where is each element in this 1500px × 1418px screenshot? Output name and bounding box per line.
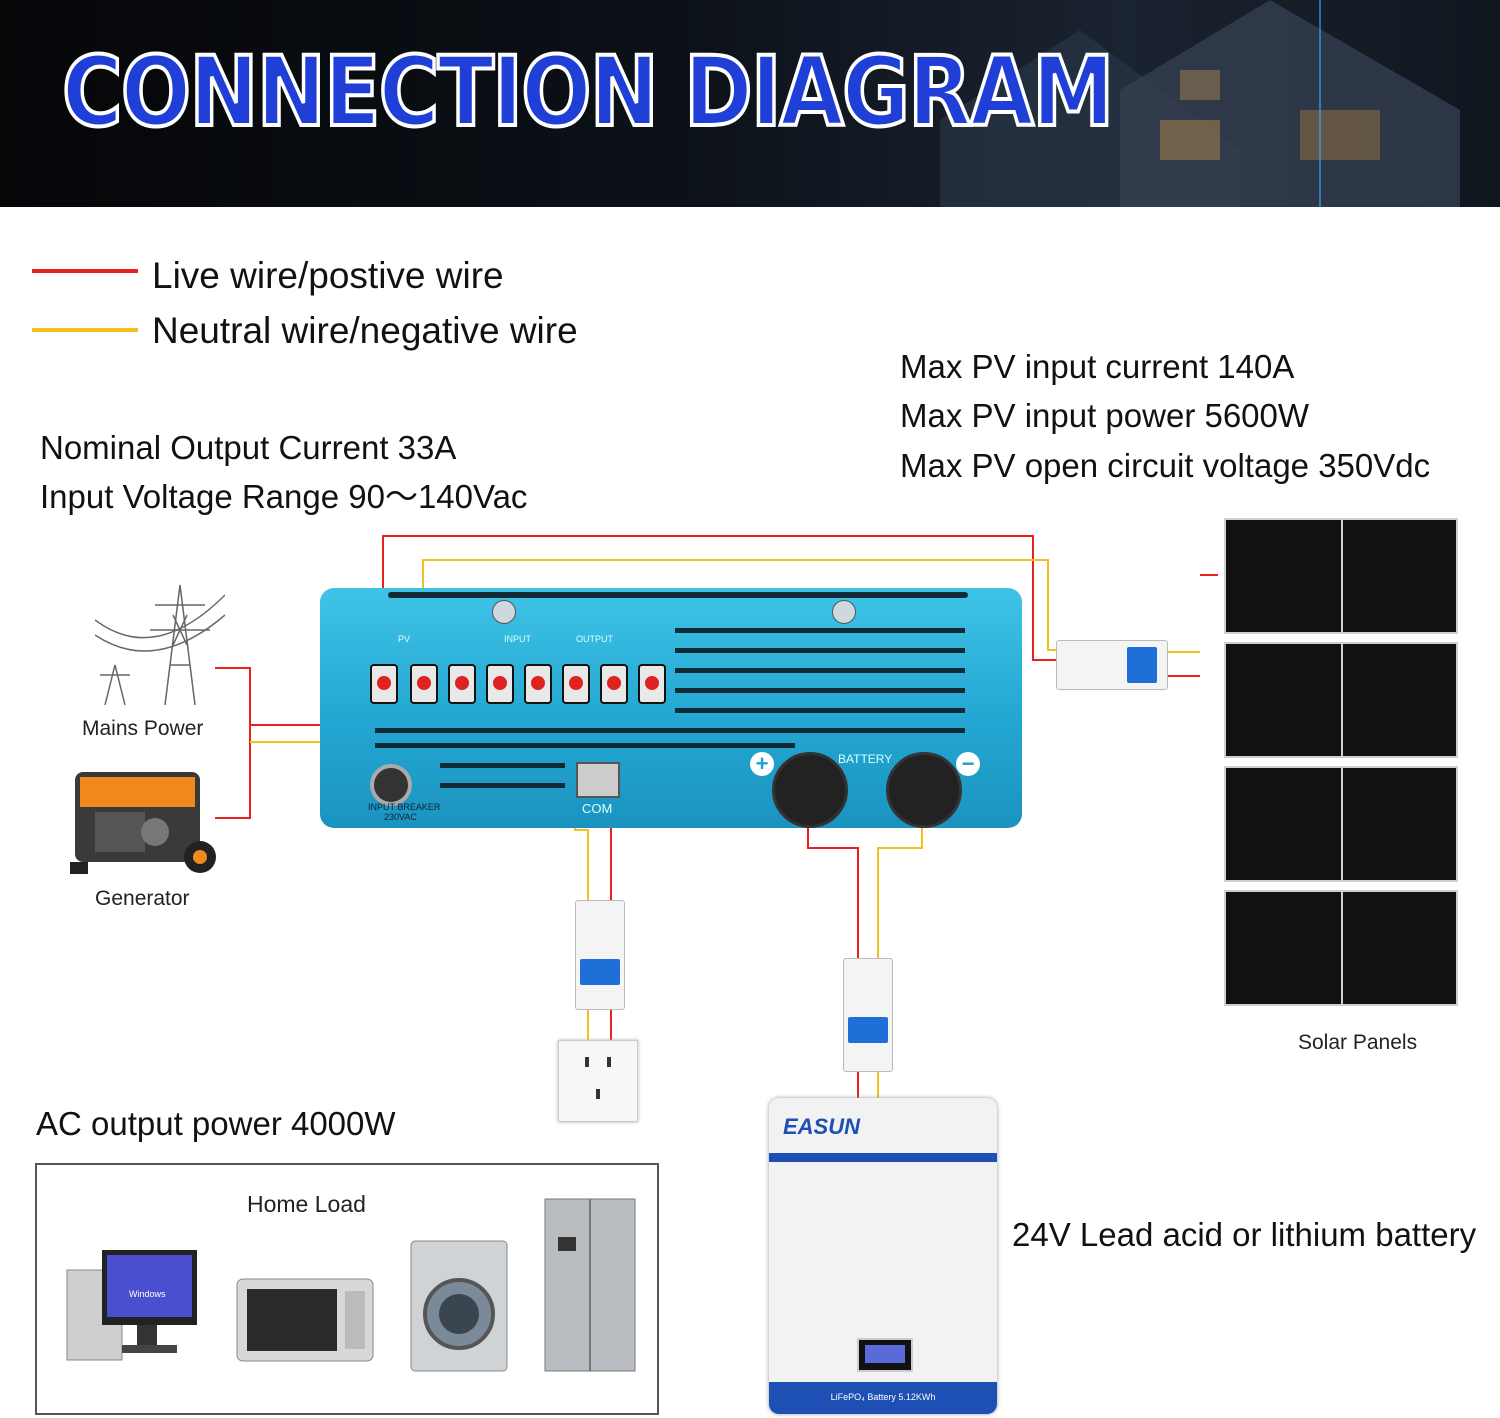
input-breaker-label-1: INPUT BREAKER: [368, 802, 441, 812]
header-banner: CONNECTION DIAGRAM: [0, 0, 1500, 207]
battery-label: 24V Lead acid or lithium battery: [1012, 1216, 1477, 1253]
vent-9: [440, 783, 565, 788]
inverter: PV INPUT OUTPUT INPUT BREAKER 230VAC COM…: [320, 588, 1022, 828]
solar-panel-1: [1224, 518, 1458, 634]
wall-socket: [558, 1040, 638, 1122]
battery-stripe: [769, 1153, 997, 1162]
terminal-output-l: [600, 664, 628, 704]
pv-breaker-lever: [1127, 647, 1157, 683]
home-load-label: Home Load: [247, 1191, 366, 1217]
ac-output-text: AC output power 4000W: [36, 1105, 396, 1142]
terminal-ground-in: [448, 664, 476, 704]
vent-1: [675, 628, 965, 633]
battery-port-negative: [886, 752, 962, 828]
generator-icon: [70, 772, 216, 874]
battery-spec: LiFePO₄ Battery 5.12KWh: [830, 1392, 936, 1402]
legend-live-label: Live wire/postive wire: [152, 255, 504, 296]
terminal-pv-minus: [410, 664, 438, 704]
legend-neutral-line: [32, 328, 138, 332]
vent-6: [375, 728, 965, 733]
solar-panel-4: [1224, 890, 1458, 1006]
terminal-output-n: [562, 664, 590, 704]
computer-icon: [66, 1250, 197, 1361]
pv-label: PV: [398, 634, 411, 644]
input-voltage-text: Input Voltage Range 90～140Vac: [40, 478, 528, 515]
battery-port-positive: [772, 752, 848, 828]
battery-brand: EASUN: [783, 1114, 861, 1139]
com-port: [576, 762, 620, 798]
socket-hole-3: [596, 1089, 600, 1099]
pv-voltage-text: Max PV open circuit voltage 350Vdc: [900, 447, 1431, 484]
battery-breaker-lever: [848, 1017, 888, 1043]
home-load-box: Home Load Windows: [35, 1163, 659, 1415]
generator-label: Generator: [95, 887, 190, 910]
pv-power-text: Max PV input power 5600W: [900, 397, 1310, 434]
legend-neutral-label: Neutral wire/negative wire: [152, 310, 578, 351]
socket-hole-1: [585, 1057, 589, 1067]
power-tower-icon: [95, 584, 225, 706]
solar-panels-label: Solar Panels: [1298, 1031, 1418, 1054]
terminal-input-l: [486, 664, 514, 704]
battery-minus-icon: −: [956, 752, 980, 776]
house-background: [940, 0, 1460, 207]
input-label: INPUT: [504, 634, 531, 644]
vent-2: [675, 648, 965, 653]
output-current-text: Nominal Output Current 33A: [40, 429, 457, 466]
terminal-ground-out: [638, 664, 666, 704]
screw-left: [492, 600, 516, 624]
refrigerator-icon: [544, 1198, 636, 1372]
oven-icon: [236, 1278, 374, 1362]
battery-display: [857, 1338, 913, 1372]
windows-text: Windows: [129, 1289, 166, 1299]
mains-power-label: Mains Power: [82, 717, 204, 740]
socket-hole-2: [607, 1057, 611, 1067]
output-breaker-lever: [580, 959, 620, 985]
output-label: OUTPUT: [576, 634, 613, 644]
pv-current-text: Max PV input current 140A: [900, 348, 1295, 385]
battery-foot: [769, 1382, 997, 1414]
pv-breaker: [1056, 640, 1168, 690]
terminal-pv-plus: [370, 664, 398, 704]
vent-3: [675, 668, 965, 673]
washing-machine-icon: [410, 1240, 508, 1372]
battery-breaker: [843, 958, 893, 1072]
vent-5: [675, 708, 965, 713]
vent-4: [675, 688, 965, 693]
screw-right: [832, 600, 856, 624]
vent-7: [375, 743, 795, 748]
solar-panel-2: [1224, 642, 1458, 758]
battery-plus-icon: +: [750, 752, 774, 776]
banner-title: CONNECTION DIAGRAM: [60, 36, 1116, 148]
input-breaker-knob: [370, 764, 412, 806]
input-breaker-label-2: 230VAC: [384, 812, 417, 822]
battery-port-label: BATTERY: [838, 752, 893, 766]
output-breaker: [575, 900, 625, 1010]
terminal-input-n: [524, 664, 552, 704]
inverter-top-bar: [388, 592, 968, 598]
vent-8: [440, 763, 565, 768]
legend-live-line: [32, 269, 138, 273]
solar-panel-3: [1224, 766, 1458, 882]
battery-unit: EASUN LiFePO₄ Battery 5.12KWh: [769, 1098, 997, 1414]
com-label: COM: [582, 801, 613, 816]
